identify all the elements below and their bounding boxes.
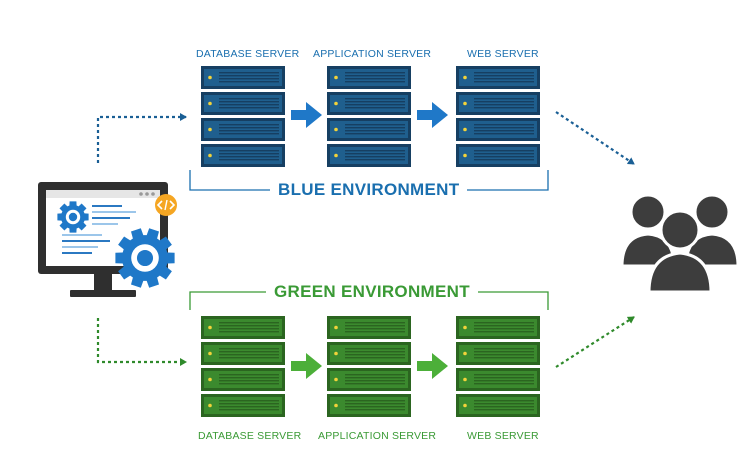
server-unit — [201, 118, 285, 141]
server-unit — [201, 394, 285, 417]
server-unit — [456, 342, 540, 365]
large-gear-icon — [115, 228, 175, 288]
server-unit — [327, 316, 411, 339]
green-server-stacks — [201, 316, 540, 417]
server-unit — [201, 368, 285, 391]
blue-server-stack-1 — [201, 66, 285, 167]
blue-to-users-dotted-arrow — [555, 111, 635, 165]
green-environment-title: GREEN ENVIRONMENT — [266, 282, 478, 302]
monitor-with-gears-icon — [38, 182, 175, 297]
code-icon — [155, 194, 177, 216]
server-unit — [456, 144, 540, 167]
server-unit — [201, 342, 285, 365]
green-web-server-label: WEB SERVER — [467, 430, 539, 442]
green-server-stack-3 — [456, 316, 540, 417]
green-server-stack-2 — [327, 316, 411, 417]
green-flow-arrow-app-to-web — [417, 353, 448, 379]
dev-to-blue-dotted-arrow — [96, 113, 187, 163]
blue-web-server-label: WEB SERVER — [467, 48, 539, 60]
server-unit — [456, 92, 540, 115]
server-unit — [327, 118, 411, 141]
server-unit — [201, 316, 285, 339]
green-application-server-label: APPLICATION SERVER — [318, 430, 437, 442]
server-unit — [201, 66, 285, 89]
server-unit — [456, 368, 540, 391]
green-flow-arrow-db-to-app — [291, 353, 322, 379]
server-unit — [327, 144, 411, 167]
blue-server-stack-3 — [456, 66, 540, 167]
blue-flow-arrow-db-to-app — [291, 102, 322, 128]
server-unit — [327, 92, 411, 115]
server-unit — [327, 368, 411, 391]
server-unit — [327, 394, 411, 417]
dev-to-green-dotted-arrow — [96, 318, 187, 366]
server-unit — [456, 316, 540, 339]
green-server-stack-1 — [201, 316, 285, 417]
server-unit — [456, 118, 540, 141]
green-to-users-dotted-arrow — [555, 316, 635, 368]
server-unit — [327, 66, 411, 89]
server-unit — [456, 66, 540, 89]
blue-database-server-label: DATABASE SERVER — [196, 48, 300, 60]
blue-environment-title: BLUE ENVIRONMENT — [270, 180, 468, 200]
blue-server-stack-2 — [327, 66, 411, 167]
server-unit — [327, 342, 411, 365]
blue-server-stacks — [201, 66, 540, 167]
blue-application-server-label: APPLICATION SERVER — [313, 48, 432, 60]
users-group-icon — [620, 193, 740, 294]
server-unit — [201, 144, 285, 167]
green-database-server-label: DATABASE SERVER — [198, 430, 302, 442]
server-unit — [201, 92, 285, 115]
server-unit — [456, 394, 540, 417]
small-gear-icon — [57, 201, 89, 233]
blue-flow-arrow-app-to-web — [417, 102, 448, 128]
